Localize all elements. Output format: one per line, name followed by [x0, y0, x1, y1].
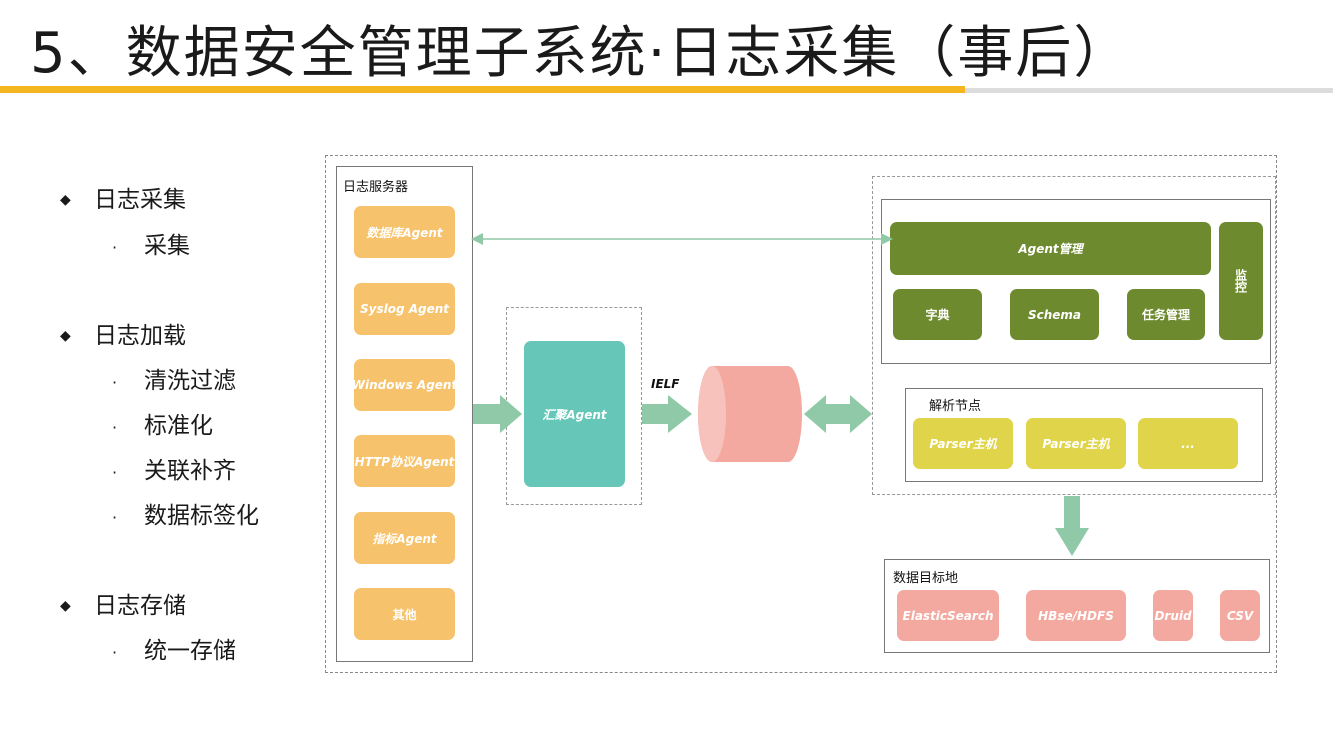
dot-bullet-icon: ·: [112, 418, 118, 437]
agent-node-http: HTTP协议Agent: [354, 435, 455, 487]
diagram-frame: [325, 155, 1277, 673]
sub-bullet-item: ·关联补齐: [112, 458, 236, 484]
dot-bullet-icon: ·: [112, 643, 118, 662]
parser-node: Parser主机: [913, 418, 1013, 469]
destination-node-csv: CSV: [1220, 590, 1260, 641]
destination-box: [884, 559, 1270, 653]
sub-bullet-item: ·数据标签化: [112, 503, 259, 529]
destination-node-druid: Druid: [1153, 590, 1193, 641]
kafka-label: Kafka: [735, 405, 775, 419]
schema-node: Schema: [1010, 289, 1099, 340]
diamond-bullet-icon: ◆: [60, 192, 71, 208]
agent-node-windows: Windows Agent: [352, 359, 457, 411]
task-management-node: 任务管理: [1127, 289, 1205, 340]
parser-label: 解析节点: [929, 399, 982, 414]
log-server-box: [336, 166, 473, 662]
bullet-item: ◆日志采集: [60, 187, 186, 213]
sub-bullet-item: ·统一存储: [112, 638, 236, 664]
sub-bullet-item: ·标准化: [112, 413, 213, 439]
dot-bullet-icon: ·: [112, 373, 118, 392]
dot-bullet-icon: ·: [112, 238, 118, 257]
agent-management-node: Agent管理: [890, 222, 1211, 275]
agent-node-database: 数据库Agent: [354, 206, 455, 258]
dictionary-node: 字典: [893, 289, 982, 340]
bullet-list: ◆日志采集 ·采集 ◆日志加载 ·清洗过滤 ·标准化 ·关联补齐 ·数据标签化 …: [0, 0, 300, 750]
title-underline-accent: [0, 86, 965, 93]
parser-node-more: ...: [1138, 418, 1238, 469]
dot-bullet-icon: ·: [112, 508, 118, 527]
transport-label: IELF: [651, 377, 680, 391]
monitor-node: 监控: [1219, 222, 1263, 340]
destination-label: 数据目标地: [893, 571, 959, 586]
title-underline-gray: [965, 88, 1333, 93]
bullet-item: ◆日志存储: [60, 593, 186, 619]
destination-node-hbase: HBse/HDFS: [1026, 590, 1126, 641]
sub-bullet-item: ·清洗过滤: [112, 368, 236, 394]
diamond-bullet-icon: ◆: [60, 598, 71, 614]
destination-node-elasticsearch: ElasticSearch: [897, 590, 999, 641]
bullet-item: ◆日志加载: [60, 323, 186, 349]
dot-bullet-icon: ·: [112, 463, 118, 482]
aggregator-agent-node: 汇聚Agent: [524, 341, 625, 487]
log-server-label: 日志服务器: [343, 180, 409, 195]
parser-node: Parser主机: [1026, 418, 1126, 469]
diamond-bullet-icon: ◆: [60, 328, 71, 344]
agent-node-metrics: 指标Agent: [354, 512, 455, 564]
sub-bullet-item: ·采集: [112, 233, 190, 259]
agent-node-other: 其他: [354, 588, 455, 640]
processing-group: [872, 176, 1276, 495]
agent-node-syslog: Syslog Agent: [354, 283, 455, 335]
parser-box: [905, 388, 1263, 482]
management-box: [881, 199, 1271, 364]
page-title: 5、数据安全管理子系统·日志采集（事后）: [30, 21, 1132, 86]
